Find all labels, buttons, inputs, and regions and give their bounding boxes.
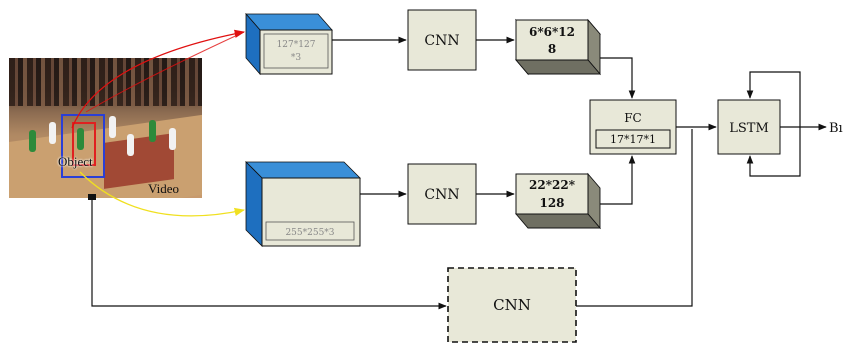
arrow-video-to-cnn-bottom xyxy=(91,198,447,310)
cnn-top-label: CNN xyxy=(424,33,459,49)
feature-map-bottom xyxy=(515,172,601,230)
feature-top-size-line2: 8 xyxy=(548,42,556,56)
object-target-box xyxy=(72,122,96,166)
lstm-box xyxy=(717,99,781,155)
cnn-middle-label: CNN xyxy=(424,187,459,203)
player-figure xyxy=(29,130,36,152)
lstm-loop-top xyxy=(746,71,801,127)
feature-bottom-size-line1: 22*22* xyxy=(529,178,576,192)
feature-map-top xyxy=(515,18,601,76)
crop-box-top xyxy=(245,12,333,76)
object-search-box xyxy=(61,114,105,178)
fc-size-label: 17*17*1 xyxy=(610,133,656,146)
fc-box xyxy=(589,99,677,155)
cnn-box-middle xyxy=(407,163,477,225)
crowd-background xyxy=(9,58,202,106)
cnn-box-bottom xyxy=(447,267,577,343)
player-figure xyxy=(49,122,56,144)
lstm-label: LSTM xyxy=(729,121,769,136)
cnn-bottom-label: CNN xyxy=(493,296,531,314)
video-label: Video xyxy=(148,181,179,196)
player-figure xyxy=(169,128,176,150)
yellow-crop-arrow xyxy=(79,171,246,217)
fc-label: FC xyxy=(624,111,642,125)
lstm-loop-bottom xyxy=(746,127,801,177)
arrow-feature-top-to-fc xyxy=(600,57,636,99)
player-figure xyxy=(77,128,84,150)
fc-size-inner-box xyxy=(595,129,671,149)
feature-bottom-size-line2: 128 xyxy=(539,196,564,210)
feature-top-size-line1: 6*6*12 xyxy=(529,25,575,39)
player-figure xyxy=(149,120,156,142)
player-figure xyxy=(127,134,134,156)
arrow-feature-bottom-to-fc xyxy=(600,155,636,205)
crop-box-bottom xyxy=(245,161,361,247)
player-figure xyxy=(109,116,116,138)
crop-bottom-size: 255*255*3 xyxy=(285,228,334,238)
crop-top-size-line1: 127*127 xyxy=(277,40,316,50)
video-frame-image xyxy=(9,58,202,198)
red-crop-arrow-secondary xyxy=(85,31,245,113)
object-label: Object xyxy=(58,154,93,169)
red-crop-arrow xyxy=(71,29,246,129)
crop-top-size-line2: *3 xyxy=(291,53,302,63)
cnn-box-top xyxy=(407,9,477,71)
arrow-cnn-bottom-to-lstm xyxy=(576,129,693,307)
output-label: Bı xyxy=(829,121,843,136)
